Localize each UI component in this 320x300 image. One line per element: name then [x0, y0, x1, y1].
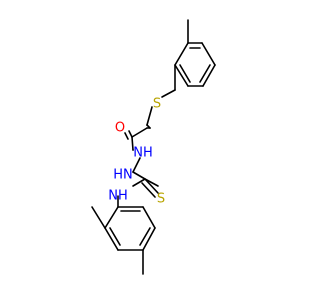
- sulfur-thioether-label: S: [153, 97, 161, 112]
- top-benzene-ring: [174, 42, 216, 87]
- bond: [109, 227, 121, 246]
- nitrogen-nh-aryl-label: NH: [108, 189, 128, 204]
- bond: [142, 206, 156, 229]
- oxygen-carbonyl-label: O: [115, 121, 125, 136]
- carbonyl-double-bond: [124, 132, 129, 140]
- bond: [104, 206, 119, 229]
- bond: [146, 106, 153, 126]
- bond: [132, 178, 146, 187]
- bond: [199, 64, 211, 83]
- thione-double-bond: [141, 182, 156, 198]
- bond: [174, 42, 189, 66]
- nitrogen-hn-label: HN: [113, 168, 133, 183]
- methyl-bond-ortho: [91, 206, 106, 229]
- carbonyl-double-bond: [128, 130, 133, 138]
- bond: [139, 227, 151, 246]
- bond: [201, 42, 216, 66]
- bond: [174, 64, 189, 87]
- bond: [104, 227, 119, 251]
- bond: [161, 89, 176, 98]
- bond: [202, 64, 216, 87]
- chemical-structure-diagram: S O NH HN S NH: [91, 19, 216, 275]
- bond: [179, 64, 191, 83]
- sulfur-thione-label: S: [157, 192, 165, 207]
- bond: [131, 127, 148, 138]
- bottom-benzene-ring: [104, 206, 156, 251]
- bond: [132, 171, 146, 180]
- nitrogen-nh-label: NH: [133, 146, 153, 161]
- thione-double-bond: [144, 178, 159, 194]
- bond: [132, 157, 141, 173]
- bond: [142, 227, 156, 251]
- bond: [131, 136, 134, 151]
